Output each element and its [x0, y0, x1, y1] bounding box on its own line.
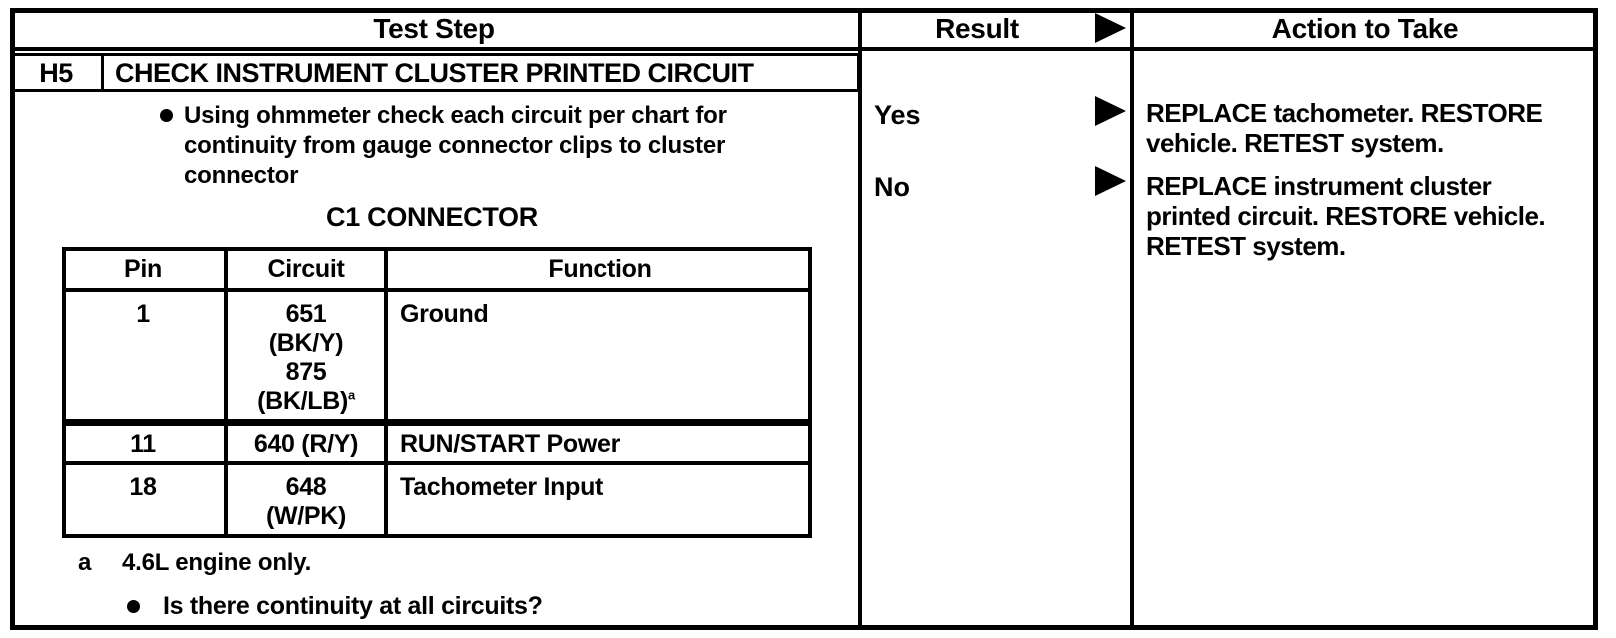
row-1-circuit-line-4: (BK/LB)a	[257, 387, 355, 415]
step-question: Is there continuity at all circuits?	[163, 592, 543, 620]
table-row-2-circuit: 640 (R/Y)	[253, 430, 359, 458]
result-no-arrow-icon	[1095, 166, 1126, 196]
action-no-line-2: printed circuit. RESTORE vehicle.	[1146, 201, 1546, 231]
table-row-3-circuit: 648 (W/PK)	[228, 473, 384, 531]
step-id-row-border	[10, 53, 860, 92]
action-no-line-3: RETEST system.	[1146, 231, 1346, 261]
column-divider-action	[1130, 8, 1134, 630]
row-1-circuit-line-1: 651	[285, 300, 327, 328]
column-header-result: Result	[935, 13, 1019, 44]
step-id-divider	[101, 53, 104, 92]
connector-col-header-pin: Pin	[124, 255, 162, 283]
row-3-circuit-line-2: (W/PK)	[265, 502, 347, 530]
row-1-circuit-line-3: 875	[285, 358, 327, 386]
table-row-2-pin: 11	[130, 430, 156, 458]
column-header-test-step: Test Step	[373, 13, 495, 44]
table-row-3-pin: 18	[129, 473, 157, 501]
action-yes-text: REPLACE tachometer. RESTORE vehicle. RET…	[1146, 98, 1543, 158]
connector-col-header-circuit: Circuit	[267, 255, 345, 283]
action-no-line-1: REPLACE instrument cluster	[1146, 171, 1492, 201]
step-title: CHECK INSTRUMENT CLUSTER PRINTED CIRCUIT	[115, 58, 754, 88]
result-yes-arrow-icon	[1095, 96, 1126, 126]
result-yes-label: Yes	[874, 100, 921, 130]
table-row-1-circuit: 651 (BK/Y) 875 (BK/LB)a	[228, 300, 384, 416]
connector-table-row2-divider	[62, 461, 812, 465]
result-header-arrow-icon	[1095, 13, 1126, 43]
column-header-action: Action to Take	[1271, 13, 1459, 44]
connector-table-row1-divider	[62, 419, 812, 426]
instruction-line-2: continuity from gauge connector clips to…	[184, 132, 726, 159]
table-outer-border	[10, 8, 1598, 630]
action-yes-line-1: REPLACE tachometer. RESTORE	[1146, 98, 1543, 128]
action-yes-line-2: vehicle. RETEST system.	[1146, 128, 1444, 158]
action-no-text: REPLACE instrument cluster printed circu…	[1146, 171, 1546, 261]
table-row-3-function: Tachometer Input	[400, 473, 604, 501]
row-3-circuit-line-1: 648	[285, 473, 327, 501]
bullet-icon	[127, 600, 140, 613]
table-row-1-function: Ground	[400, 300, 489, 328]
connector-table-divider-circuit	[384, 247, 388, 538]
header-row-divider	[10, 47, 1598, 51]
instruction-line-1: Using ohmmeter check each circuit per ch…	[184, 102, 727, 129]
footnote-marker: a	[78, 549, 92, 576]
connector-col-header-function: Function	[548, 255, 652, 283]
result-no-label: No	[874, 172, 910, 202]
instruction-line-3: connector	[184, 162, 299, 189]
connector-table-border	[62, 247, 812, 538]
connector-heading: C1 CONNECTOR	[326, 202, 538, 232]
table-row-1-pin: 1	[136, 300, 150, 328]
column-divider-result	[858, 8, 862, 630]
connector-table-divider-pin	[224, 247, 228, 538]
row-1-circuit-line-2: (BK/Y)	[268, 329, 344, 357]
instruction-text: Using ohmmeter check each circuit per ch…	[184, 101, 727, 191]
bullet-icon	[160, 109, 173, 122]
step-id: H5	[39, 58, 73, 88]
table-row-2-function: RUN/START Power	[400, 430, 621, 458]
connector-table-header-divider	[62, 288, 812, 292]
circuit-footnote-marker: a	[348, 387, 355, 403]
footnote-text: 4.6L engine only.	[122, 549, 312, 576]
